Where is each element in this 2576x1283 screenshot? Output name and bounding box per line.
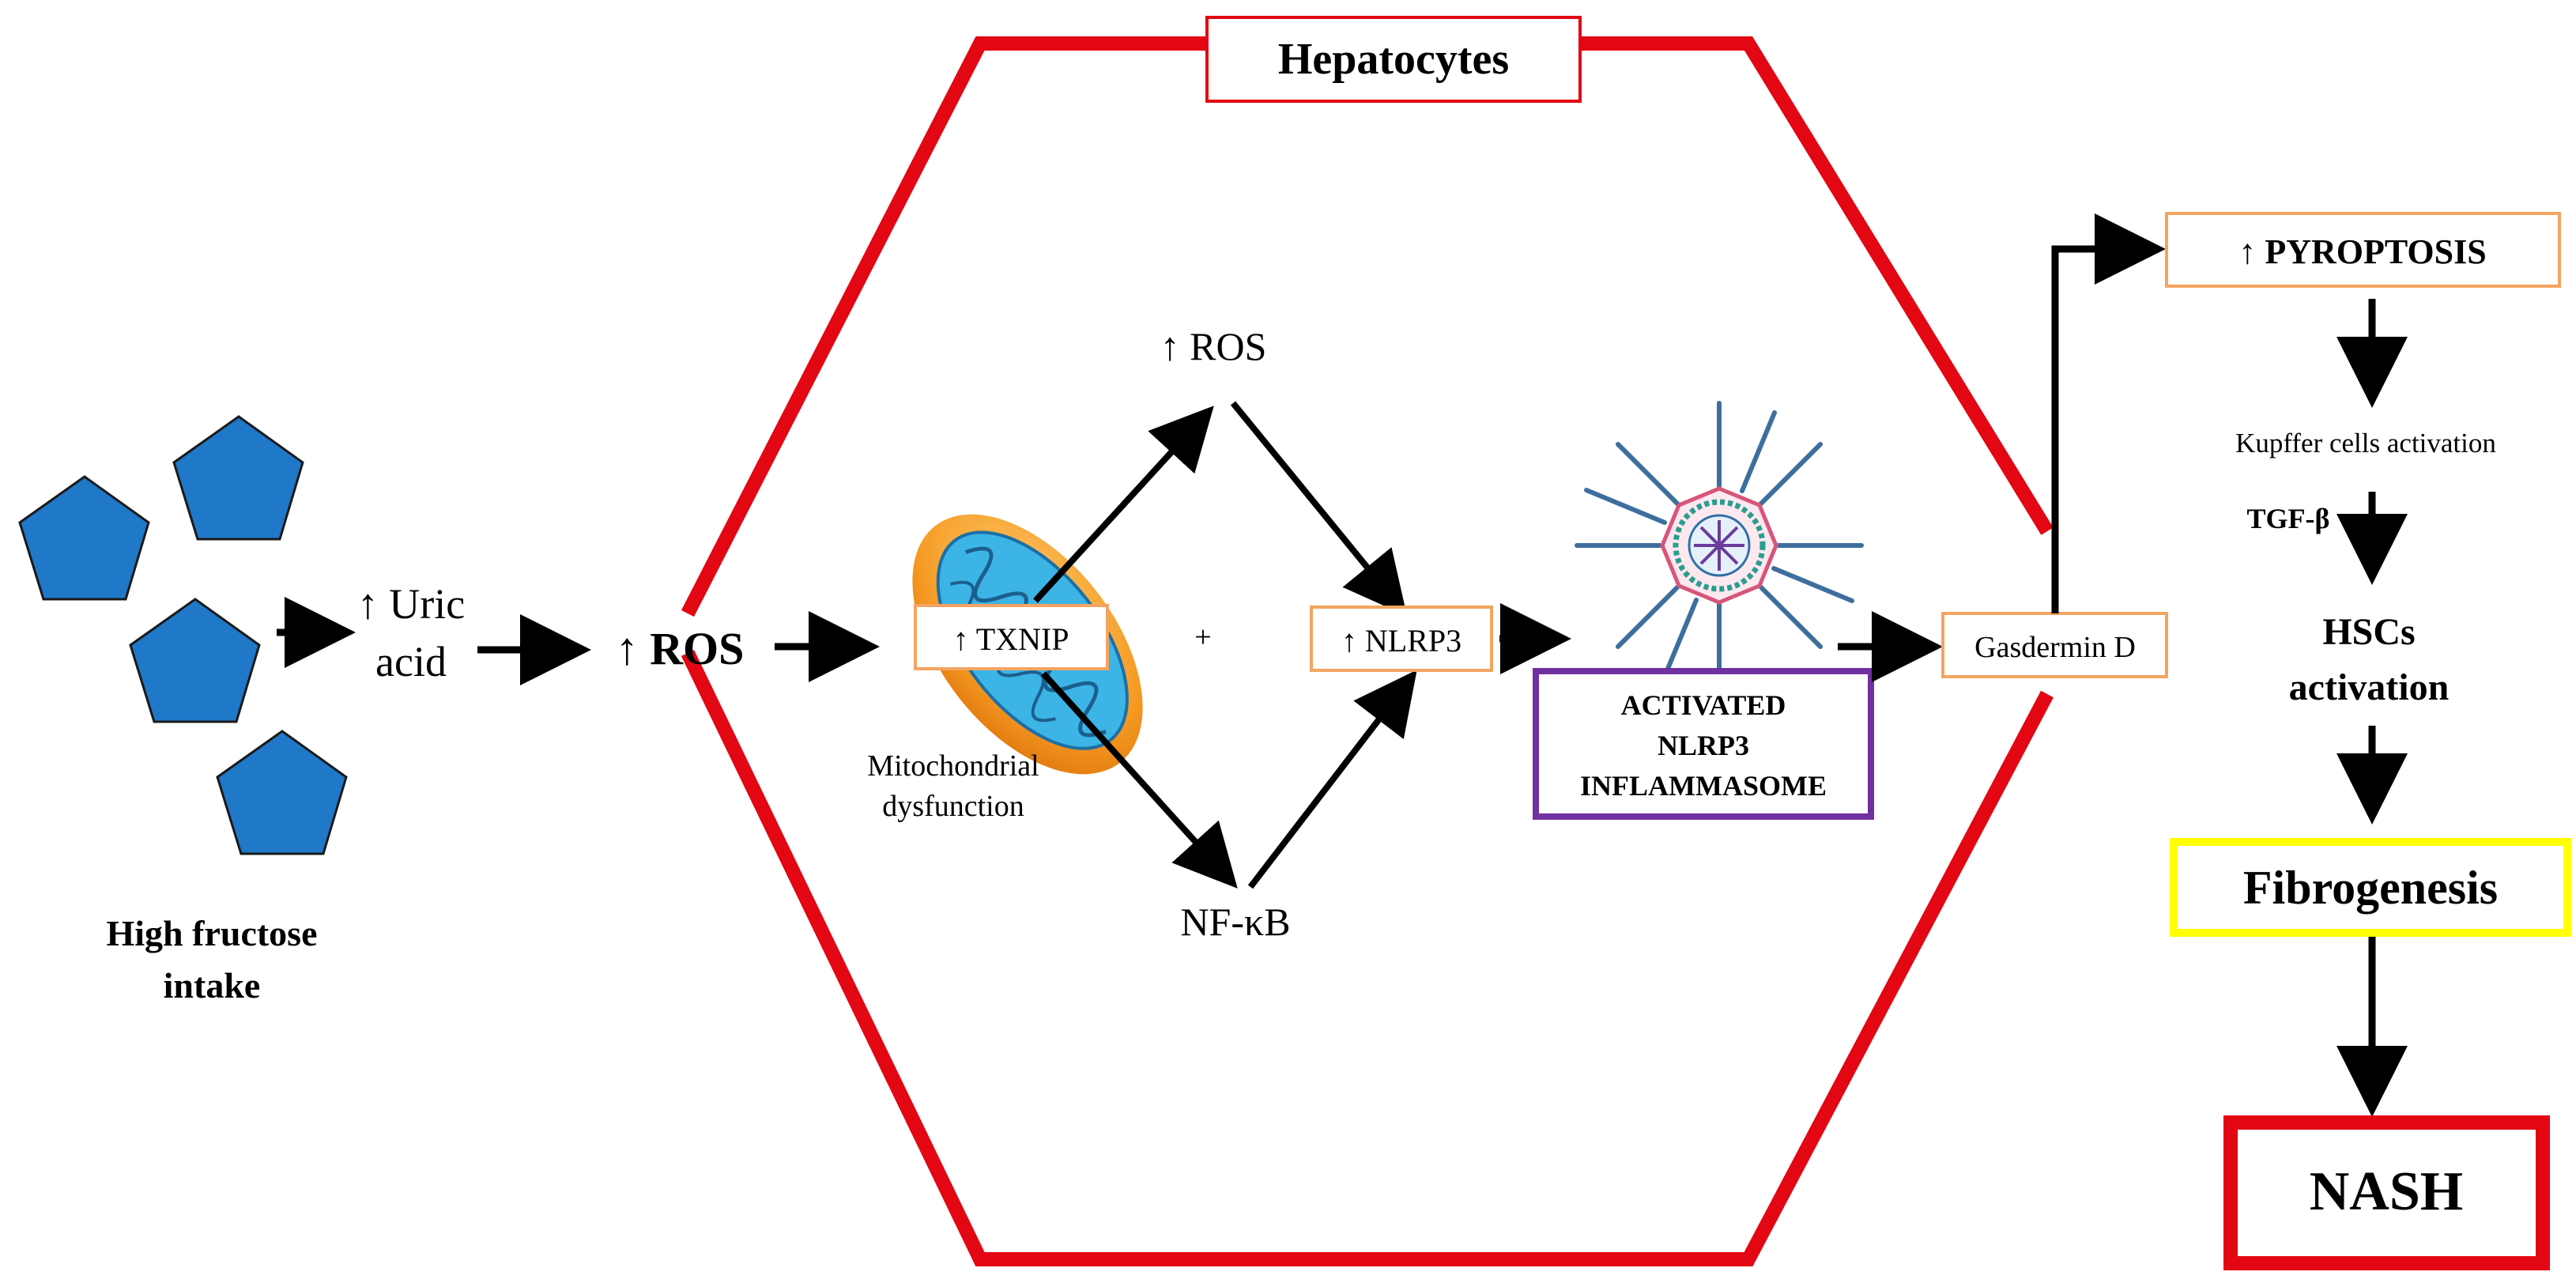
hepatocyte-border-lower: [681, 650, 2054, 1266]
fibrogenesis-box: Fibrogenesis: [2170, 838, 2571, 937]
inflammasome-icon: [1575, 401, 1864, 690]
plus-sign: +: [1194, 621, 1211, 654]
ros-main-label: ↑ ROS: [616, 623, 745, 674]
mitochondrial-dysfunction-line1: Mitochondrial: [867, 749, 1039, 783]
nlrp3-box: ↑ NLRP3: [1310, 606, 1493, 672]
fructose-label-line1: High fructose: [106, 913, 317, 953]
svg-text:↑ PYROPTOSIS: ↑ PYROPTOSIS: [2238, 232, 2486, 271]
fructose-label-line2: intake: [164, 965, 261, 1006]
hsc-label-line1: HSCs: [2322, 611, 2415, 653]
gasdermin-box: Gasdermin D: [1941, 612, 2168, 678]
nash-box: NASH: [2223, 1115, 2550, 1270]
ros-upper-label: ↑ ROS: [1160, 324, 1267, 368]
hepatocytes-title: Hepatocytes: [1205, 16, 1582, 103]
pentagon-icon: [18, 415, 348, 855]
svg-text:INFLAMMASOME: INFLAMMASOME: [1580, 770, 1827, 802]
svg-text:Fibrogenesis: Fibrogenesis: [2243, 862, 2498, 914]
hepatocyte-border-upper: [681, 36, 2054, 617]
arrow-txnip-to-ros: [1033, 406, 1214, 603]
tgf-beta-label: TGF-β: [2247, 503, 2330, 534]
arrow-nfkb-to-nlrp3: [1247, 670, 1417, 889]
svg-text:NLRP3: NLRP3: [1658, 730, 1749, 761]
nfkb-label: NF-κB: [1180, 900, 1290, 944]
svg-text:ACTIVATED: ACTIVATED: [1621, 689, 1786, 721]
uric-acid-label-line2: acid: [375, 638, 447, 685]
uric-acid-label-line1: ↑ Uric: [357, 580, 465, 628]
hsc-label-line2: activation: [2289, 666, 2450, 708]
inflammasome-box: ACTIVATED NLRP3 INFLAMMASOME: [1533, 668, 1874, 820]
arrow-gasdermin-to-pyroptosis: [2051, 213, 2166, 613]
pyroptosis-box: ↑ PYROPTOSIS: [2165, 212, 2561, 288]
arrow-txnip-to-nfkb: [1041, 671, 1238, 889]
svg-text:Gasdermin D: Gasdermin D: [1974, 631, 2136, 664]
kupffer-label: Kupffer cells activation: [2235, 428, 2496, 458]
svg-text:NASH: NASH: [2310, 1161, 2463, 1222]
mitochondrial-dysfunction-line2: dysfunction: [882, 790, 1024, 823]
txnip-box: ↑ TXNIP: [914, 604, 1109, 670]
svg-text:Hepatocytes: Hepatocytes: [1278, 35, 1509, 84]
svg-text:↑ TXNIP: ↑ TXNIP: [952, 621, 1069, 657]
svg-text:↑ NLRP3: ↑ NLRP3: [1341, 623, 1461, 658]
arrow-ros-to-nlrp3: [1230, 401, 1408, 617]
